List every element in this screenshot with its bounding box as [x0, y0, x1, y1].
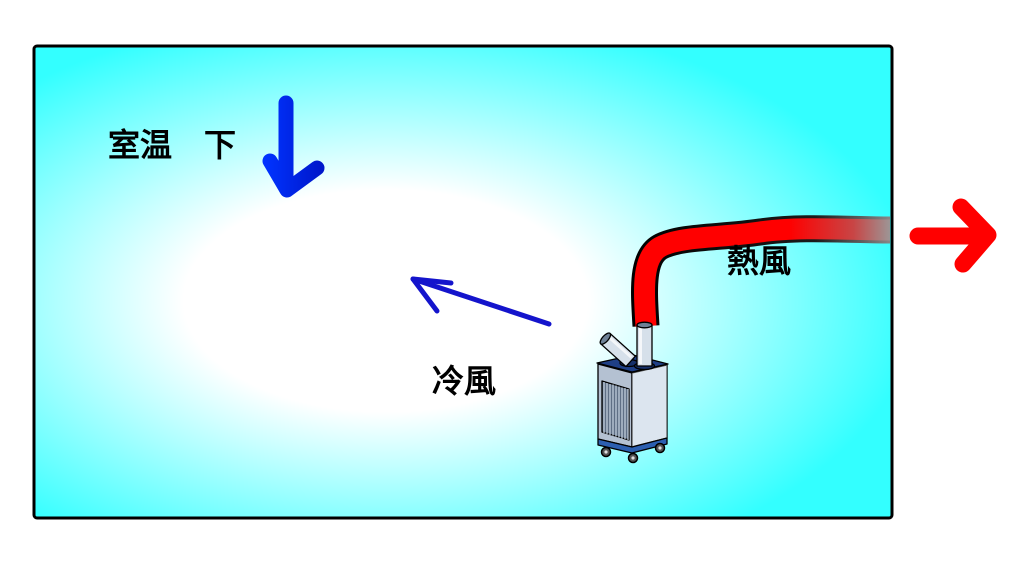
cold-air-outlet-opening	[599, 332, 612, 345]
cooler-wheel-hub	[604, 450, 608, 454]
cooler-wheel-hub	[658, 446, 662, 450]
cooler-grille-louvers	[603, 382, 629, 440]
exhaust-arrow-head	[952, 198, 997, 273]
down-arrow-head	[262, 153, 325, 198]
cool-air-arrow-shaft	[410, 276, 552, 327]
cool-air-label: 冷風	[432, 362, 496, 400]
hot-air-hose-fill	[634, 218, 891, 327]
cool-air-arrow-head	[410, 276, 454, 314]
room-rectangle	[32, 44, 894, 520]
cooler-side-highlight	[632, 365, 667, 447]
cooler-wheels	[600, 442, 666, 464]
room-temperature-label: 室温 下	[108, 126, 236, 164]
cooler-wheel-hub	[631, 456, 635, 460]
cold-air-outlet-pipe-shine	[608, 336, 633, 359]
spot-cooler-icon	[596, 321, 669, 464]
exhaust-duct-pipe-shine	[639, 327, 642, 364]
exhaust-duct-opening	[636, 321, 653, 329]
hot-air-label: 熱風	[727, 242, 791, 280]
cooler-base	[597, 437, 668, 454]
cold-air-outlet-pipe	[599, 332, 636, 368]
right-arrow-icon	[909, 198, 997, 273]
hot-air-hose	[631, 215, 891, 327]
down-arrow-icon	[262, 95, 325, 198]
cool-air-arrow-icon	[410, 276, 552, 327]
